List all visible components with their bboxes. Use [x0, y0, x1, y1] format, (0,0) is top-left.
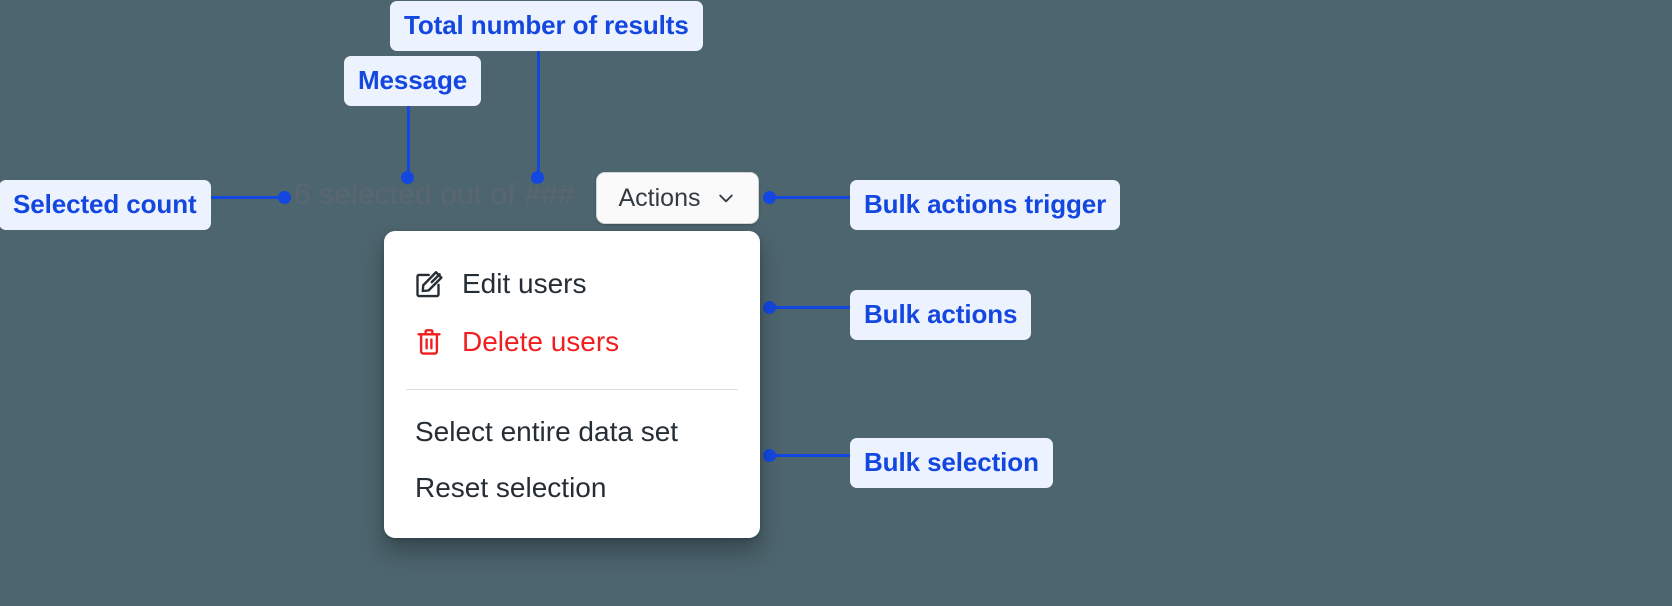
menu-item-reset-selection[interactable]: Reset selection — [384, 460, 760, 516]
edit-pencil-icon — [416, 271, 443, 298]
menu-item-label: Reset selection — [415, 472, 607, 503]
connector-dot-bulk-actions — [763, 301, 776, 314]
menu-item-delete-users[interactable]: Delete users — [384, 313, 760, 371]
menu-item-edit-users[interactable]: Edit users — [384, 255, 760, 313]
connector-bulk-actions-trigger — [766, 196, 856, 199]
menu-item-label: Select entire data set — [415, 416, 679, 447]
annotation-total-results: Total number of results — [390, 1, 703, 51]
connector-message — [407, 95, 410, 178]
selection-message: 6 selected out of ### — [294, 178, 575, 211]
menu-item-label: Delete users — [462, 326, 620, 357]
connector-dot-bulk-actions-trigger — [763, 191, 776, 204]
connector-bulk-actions — [766, 306, 856, 309]
annotation-bulk-actions-trigger: Bulk actions trigger — [850, 180, 1121, 230]
connector-dot-message — [401, 171, 414, 184]
connector-dot-total-results — [531, 171, 544, 184]
menu-item-select-entire-data-set[interactable]: Select entire data set — [384, 404, 760, 460]
connector-dot-selected-count — [278, 191, 291, 204]
menu-item-label: Edit users — [462, 268, 587, 299]
menu-separator — [406, 389, 738, 390]
annotation-bulk-selection: Bulk selection — [850, 438, 1053, 488]
connector-dot-bulk-selection — [763, 449, 776, 462]
annotation-message: Message — [344, 56, 482, 106]
bulk-actions-trigger-label: Actions — [618, 183, 701, 212]
annotation-bulk-actions: Bulk actions — [850, 290, 1032, 340]
trash-icon — [417, 329, 441, 355]
annotation-selected-count: Selected count — [0, 180, 211, 230]
connector-bulk-selection — [766, 454, 856, 457]
connector-selected-count — [201, 196, 287, 199]
chevron-down-icon — [719, 194, 734, 203]
connector-total-results — [537, 42, 540, 178]
bulk-actions-trigger-button[interactable]: Actions — [596, 172, 759, 224]
bulk-actions-menu: Edit users Delete users Select entire da… — [384, 231, 760, 538]
